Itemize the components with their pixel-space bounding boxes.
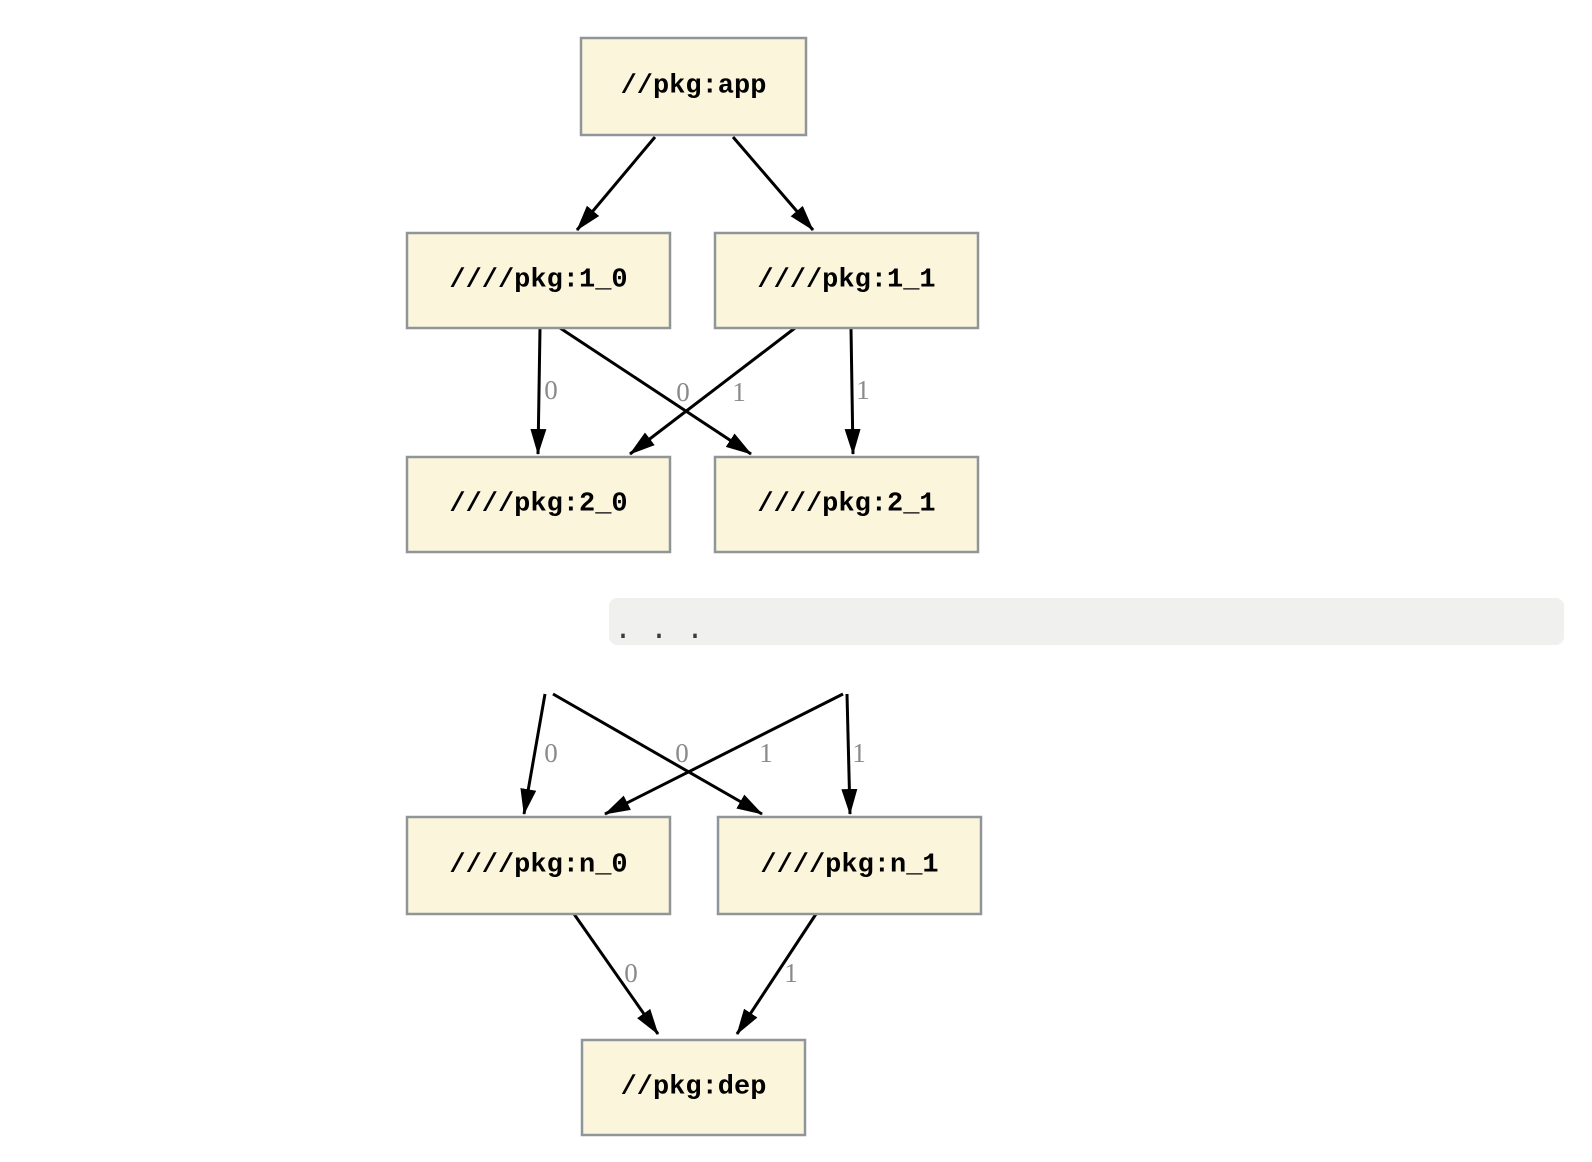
node-label: ////pkg:2_0 xyxy=(449,490,627,520)
edge-label-pkg1_0-to-pkg2_1: 1 xyxy=(732,377,746,407)
edge-prev-cross-to-pkgn_1 xyxy=(552,692,763,816)
node-pkg-1_0: ////pkg:1_0 xyxy=(405,231,672,330)
edge-label-pkgn_1-to-dep: 1 xyxy=(784,958,798,988)
ellipsis-band: . . . xyxy=(609,598,1564,648)
edge-app-to-pkg1_1 xyxy=(731,136,815,231)
node-box xyxy=(405,231,672,330)
edge-label-prev-to-pkgn_0: 0 xyxy=(544,738,558,768)
node-box xyxy=(713,231,980,330)
ellipsis-band-background xyxy=(609,598,1564,645)
node-label: ////pkg:n_0 xyxy=(449,851,627,881)
edge-pkg1_0-to-pkg2_0 xyxy=(530,327,547,455)
edge-pkg1_1-to-pkg2_0 xyxy=(629,326,796,456)
node-box xyxy=(579,36,808,137)
edge-pkgn_0-to-dep xyxy=(572,913,660,1035)
edge-label-pkg1_0-to-pkg2_0: 0 xyxy=(544,375,558,405)
node-box xyxy=(405,455,672,554)
node-label: ////pkg:2_1 xyxy=(757,490,935,520)
edge-prev-to-pkgn_1 xyxy=(841,693,858,815)
ellipsis-text: . . . xyxy=(614,614,704,648)
node-pkg-n_1: ////pkg:n_1 xyxy=(716,815,983,916)
edge-label-prev-to-pkgn_1: 1 xyxy=(852,738,866,768)
node-box xyxy=(713,455,980,554)
edge-app-to-pkg1_0 xyxy=(575,136,657,231)
node-label: //pkg:app xyxy=(621,72,767,102)
node-pkg-2_1: ////pkg:2_1 xyxy=(713,455,980,554)
node-pkg-1_1: ////pkg:1_1 xyxy=(713,231,980,330)
node-pkg-app: //pkg:app xyxy=(579,36,808,137)
edge-label-prev-cross-to-pkgn_1: 1 xyxy=(759,738,773,768)
edge-label-pkgn_0-to-dep: 0 xyxy=(624,958,638,988)
node-box xyxy=(405,815,672,916)
node-box xyxy=(580,1038,807,1137)
edge-prev-cross-to-pkgn_0 xyxy=(604,692,844,816)
node-label: ////pkg:1_1 xyxy=(757,266,935,296)
node-label: ////pkg:n_1 xyxy=(760,851,938,881)
node-box xyxy=(716,815,983,916)
node-label: //pkg:dep xyxy=(621,1073,767,1103)
edge-prev-to-pkgn_0 xyxy=(520,693,547,815)
edge-pkg1_0-to-pkg2_1 xyxy=(559,326,752,456)
edge-pkgn_1-to-dep xyxy=(735,913,818,1035)
edge-label-pkg1_1-to-pkg2_0: 0 xyxy=(676,377,690,407)
edge-label-pkg1_1-to-pkg2_1: 1 xyxy=(856,375,870,405)
node-pkg-2_0: ////pkg:2_0 xyxy=(405,455,672,554)
node-pkg-dep: //pkg:dep xyxy=(580,1038,807,1137)
node-pkg-n_0: ////pkg:n_0 xyxy=(405,815,672,916)
edge-pkg1_1-to-pkg2_1 xyxy=(844,327,861,455)
edge-label-prev-cross-to-pkgn_0: 0 xyxy=(675,738,689,768)
node-label: ////pkg:1_0 xyxy=(449,266,627,296)
